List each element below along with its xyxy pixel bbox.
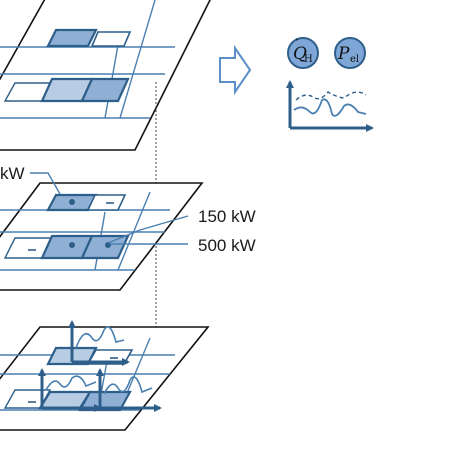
top-building-blue-2 <box>80 77 130 103</box>
middle-generator-dot-2 <box>69 242 75 248</box>
electric-power-symbol: P <box>337 44 350 64</box>
middle-layer: kW 150 kW 500 kW <box>0 164 256 291</box>
leader-line-truncated <box>30 172 61 195</box>
heat-demand-dot: · <box>295 33 299 47</box>
result-chart-dashed-curve <box>295 91 367 101</box>
result-chart <box>286 80 374 132</box>
load-profile-chart-3 <box>96 368 162 412</box>
label-500-kw: 500 kW <box>198 236 256 255</box>
heat-demand-symbol: Q <box>293 44 307 64</box>
result-chart-solid-curve <box>293 98 367 117</box>
transition-arrow <box>219 44 252 96</box>
top-building-white <box>90 31 132 47</box>
bottom-building-blue-2 <box>78 390 132 412</box>
heat-demand-subscript: H <box>304 54 313 65</box>
load-profile-chart-1 <box>68 320 130 366</box>
leader-line-150 <box>107 215 189 244</box>
middle-generator-dot-3 <box>105 242 111 248</box>
label-truncated-kw: kW <box>0 164 25 183</box>
bottom-layer <box>0 320 210 431</box>
top-building-dark <box>46 28 98 48</box>
label-150-kw: 150 kW <box>198 207 256 226</box>
middle-building-blue-2 <box>80 234 130 260</box>
heat-demand-badge: · Q H <box>287 33 319 69</box>
top-layer <box>0 0 211 151</box>
electric-power-badge: P el <box>334 37 366 69</box>
electric-power-subscript: el <box>350 54 359 65</box>
bottom-building-outline <box>3 389 52 409</box>
top-layer-plane <box>0 0 211 151</box>
load-profile-chart-2 <box>38 368 102 412</box>
middle-generator-dot-1 <box>69 199 75 205</box>
